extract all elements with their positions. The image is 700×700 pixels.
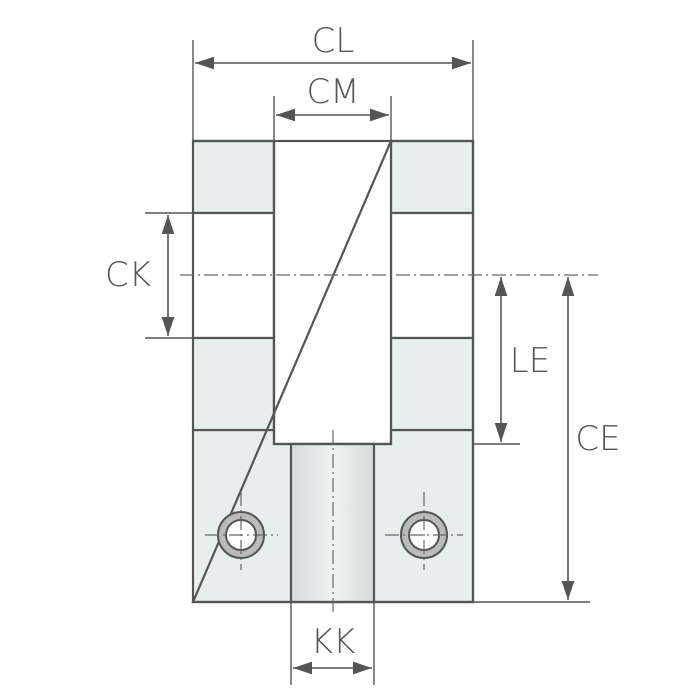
- dimension-ce: CE: [473, 277, 621, 603]
- label-ce: CE: [575, 419, 620, 459]
- label-kk: KK: [311, 622, 356, 662]
- dimension-cm: CM: [273, 72, 392, 141]
- dimension-ck: CK: [105, 212, 193, 339]
- mount-hole-right: [385, 492, 463, 570]
- dimension-kk: KK: [290, 602, 375, 685]
- label-cl: CL: [312, 21, 355, 61]
- dimension-le: LE: [473, 277, 550, 445]
- label-ck: CK: [105, 255, 151, 295]
- mount-hole-left: [205, 492, 278, 570]
- dimension-cl: CL: [192, 21, 474, 141]
- label-cm: CM: [306, 72, 359, 112]
- left-arm-lower: [191, 336, 276, 432]
- label-le: LE: [510, 341, 550, 381]
- right-arm-lower: [389, 336, 475, 432]
- fork-slot: [272, 139, 393, 446]
- left-arm-top: [191, 139, 276, 215]
- right-arm-top: [389, 139, 475, 215]
